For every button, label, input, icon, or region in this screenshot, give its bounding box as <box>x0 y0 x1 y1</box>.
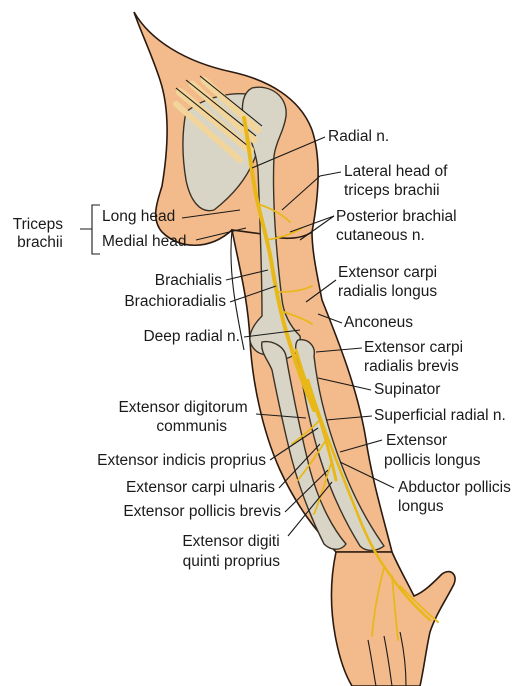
leader-ecu <box>278 443 321 489</box>
leader-epb <box>284 469 329 513</box>
label-ecr-brevis-line1: Extensor carpi <box>364 339 463 356</box>
leader-epl <box>339 439 383 453</box>
label-apl-line2: longus <box>398 498 444 515</box>
shoulder-tendons <box>173 75 263 163</box>
leader-ecr-brevis <box>315 347 363 353</box>
leader-deep-radial <box>243 329 301 338</box>
leader-lateral-head <box>281 171 342 211</box>
digital-branches <box>371 567 439 641</box>
leader-long-head <box>181 209 241 219</box>
leader-edc <box>255 413 307 419</box>
triceps-group-name: Triceps brachii <box>13 216 68 251</box>
finger-creases <box>367 631 407 686</box>
tendon-3 <box>200 76 262 134</box>
superficial-radial-branch <box>306 378 432 622</box>
label-ecr-longus-line1: Extensor carpi <box>338 264 437 281</box>
label-eip: Extensor indicis proprius <box>97 452 266 469</box>
label-radial-n: Radial n. <box>328 128 389 145</box>
label-epb: Extensor pollicis brevis <box>123 503 281 520</box>
label-lateral-head: Lateral head of triceps brachii <box>344 163 452 199</box>
label-supinator: Supinator <box>374 381 440 398</box>
radial-nerve-trunk <box>242 116 316 412</box>
leader-ecr-longus <box>305 279 337 303</box>
label-lateral-head-line1: Lateral head of <box>344 163 448 180</box>
triceps-name-line1: Triceps <box>13 216 63 233</box>
label-superficial-radial: Superficial radial n. <box>374 407 506 424</box>
label-lateral-head-line2: triceps brachii <box>344 182 440 199</box>
label-posterior-brachial-line2: cutaneous n. <box>336 227 425 244</box>
label-edqp-line1: Extensor digiti <box>182 533 279 550</box>
label-brachialis: Brachialis <box>155 272 222 289</box>
label-posterior-brachial-line1: Posterior brachial <box>336 208 457 225</box>
label-ecu: Extensor carpi ulnaris <box>126 479 275 496</box>
leader-medial-head <box>195 227 247 241</box>
leader-lines <box>181 136 395 537</box>
label-deep-radial: Deep radial n. <box>143 328 240 345</box>
label-epl-line2: pollicis longus <box>384 452 481 469</box>
label-brachioradialis: Brachioradialis <box>124 293 226 310</box>
leader-posterior-brachial <box>289 215 335 241</box>
label-medial-head: Medial head <box>102 233 186 250</box>
leader-brachialis <box>225 269 269 281</box>
leader-anconeus <box>317 313 343 324</box>
label-edc-line2: communis <box>156 418 227 435</box>
label-apl: Abductor pollicis longus <box>398 479 515 515</box>
leader-brachioradialis <box>229 285 277 303</box>
leader-superficial-radial <box>325 415 373 421</box>
hand-skin <box>330 551 456 686</box>
leader-radial-n <box>251 136 326 169</box>
label-apl-line1: Abductor pollicis <box>398 479 511 496</box>
leader-eip <box>269 427 319 461</box>
label-edqp-line2: quinti proprius <box>183 553 281 570</box>
label-ecr-longus: Extensor carpi radialis longus <box>338 264 441 300</box>
label-ecr-brevis-line2: radialis brevis <box>364 358 459 375</box>
muscular-branches <box>257 203 333 515</box>
labels: Triceps brachii Long head Medial head Ra… <box>13 128 515 570</box>
label-long-head: Long head <box>102 208 175 225</box>
label-edqp: Extensor digiti quinti proprius <box>182 533 284 570</box>
tendon-4 <box>173 101 243 163</box>
label-edc-line1: Extensor digitorum <box>118 399 247 416</box>
leader-supinator <box>317 377 372 391</box>
bracket-line <box>80 204 100 255</box>
arm-shadow-edge <box>230 229 245 351</box>
label-epl: Extensor pollicis longus <box>384 432 481 469</box>
leader-apl <box>339 461 395 489</box>
ulna <box>260 340 347 550</box>
triceps-bracket <box>80 204 100 255</box>
radial-nerve <box>242 116 439 641</box>
tendon-1 <box>176 88 254 154</box>
label-ecr-brevis: Extensor carpi radialis brevis <box>364 339 467 375</box>
label-posterior-brachial: Posterior brachial cutaneous n. <box>336 208 461 244</box>
label-epl-line1: Extensor <box>386 432 447 449</box>
leader-edqp <box>287 481 333 537</box>
label-anconeus: Anconeus <box>344 314 413 331</box>
triceps-name-line2: brachii <box>17 234 63 251</box>
label-edc: Extensor digitorum communis <box>118 399 252 435</box>
label-ecr-longus-line2: radialis longus <box>338 283 437 300</box>
